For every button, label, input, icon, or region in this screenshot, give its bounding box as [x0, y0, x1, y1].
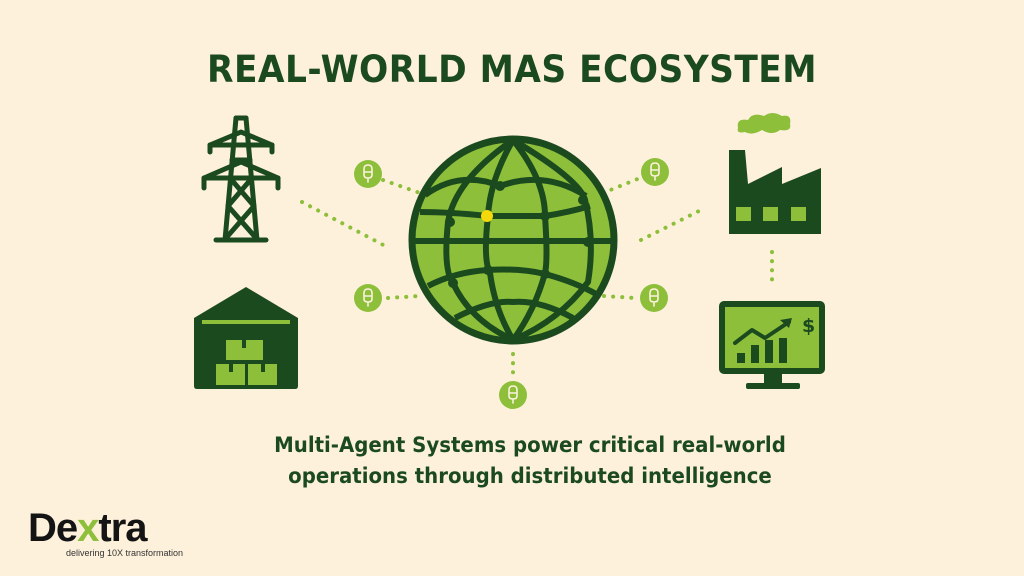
- connectors: [300, 176, 774, 376]
- logo-accent: x: [77, 506, 99, 550]
- logo-suffix: tra: [98, 506, 147, 550]
- power-tower-icon: [201, 115, 281, 243]
- globe-icon: [408, 135, 618, 345]
- highlight-node: [481, 210, 493, 222]
- page-title: REAL-WORLD MAS ECOSYSTEM: [207, 48, 817, 91]
- agent-nodes: [354, 158, 669, 409]
- agent-icon: [640, 284, 668, 312]
- warehouse-icon: [194, 287, 298, 389]
- factory-icon: [729, 113, 821, 234]
- logo-wordmark: Dextra: [28, 508, 183, 548]
- agent-icon: [641, 158, 669, 186]
- monitor-chart-dollar-icon: $: [719, 301, 825, 389]
- logo-tagline: delivering 10X transformation: [66, 548, 184, 558]
- caption: Multi-Agent Systems power critical real-…: [240, 430, 820, 492]
- caption-line-2: operations through distributed intellige…: [288, 464, 772, 488]
- dextra-logo: Dextra delivering 10X transformation: [28, 508, 183, 558]
- svg-text:$: $: [802, 315, 815, 337]
- agent-icon: [354, 160, 382, 188]
- caption-line-1: Multi-Agent Systems power critical real-…: [274, 433, 786, 457]
- agent-icon: [499, 381, 527, 409]
- logo-prefix: De: [28, 506, 78, 550]
- agent-icon: [354, 284, 382, 312]
